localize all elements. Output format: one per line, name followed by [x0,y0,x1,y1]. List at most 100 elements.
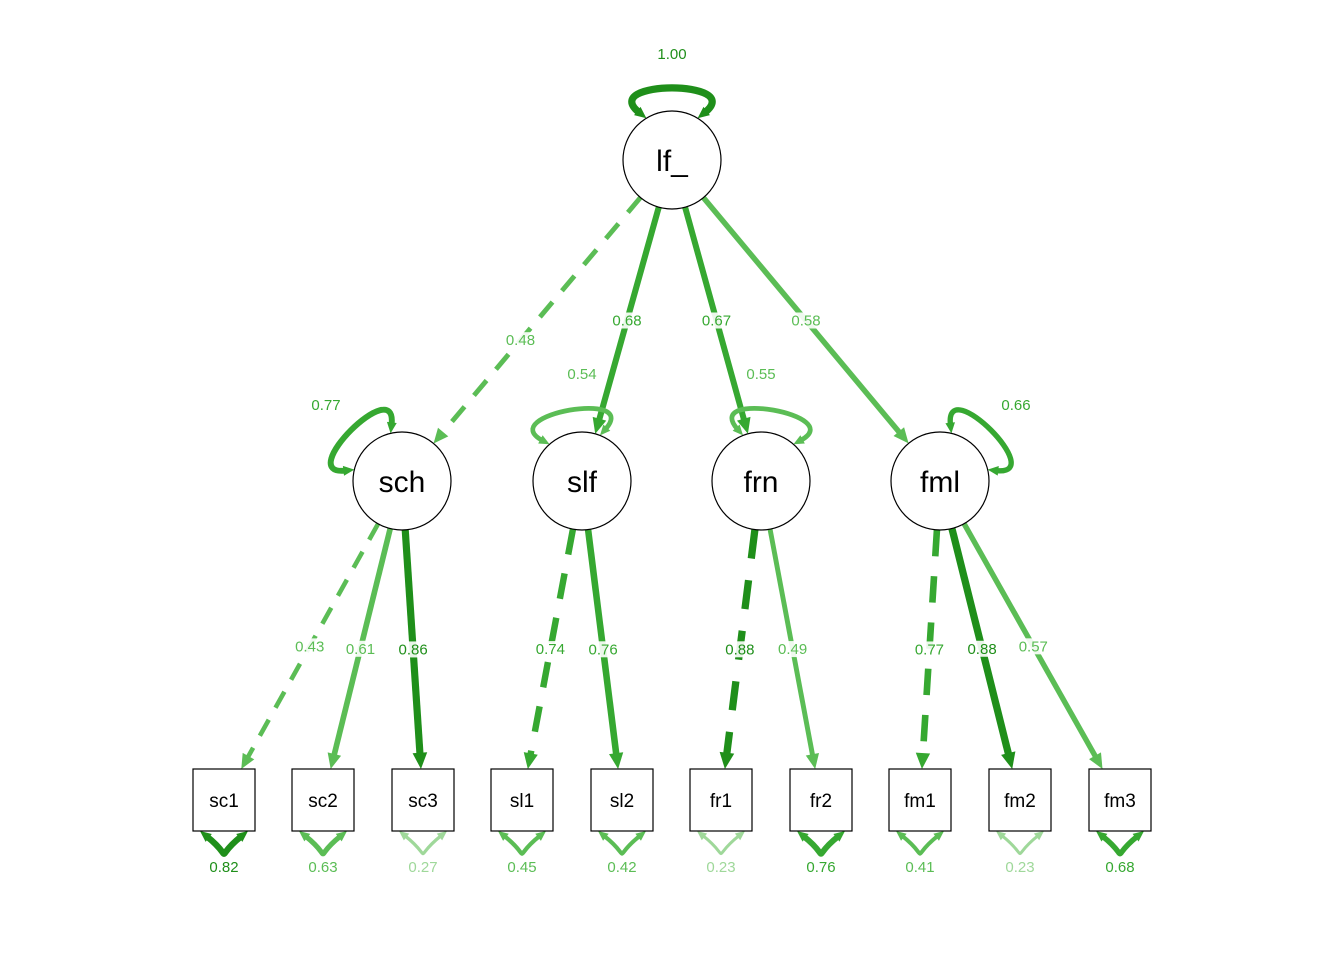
variance-value-label: 0.23 [706,859,735,876]
loading-value-label: 0.61 [346,641,375,658]
loading-arrowhead [433,427,449,444]
latent-circle [622,110,722,210]
variance-arrowhead [833,831,845,842]
loading-arrowhead [915,752,931,769]
variance-arrowhead [732,424,744,436]
loading-label-bg [964,640,1001,657]
variance-value-label: 0.76 [806,859,835,876]
loading-label-bg [291,638,328,655]
variance-value-label: 0.66 [1001,397,1030,414]
latent-node-frn: frn [711,431,811,531]
variance-label-bg [564,366,600,382]
loading-label-bg [395,641,432,658]
observed-label: sl1 [510,791,534,812]
variance-value-label: 0.42 [607,859,636,876]
observed-box [1088,768,1152,832]
latent-node-fml: fml [890,431,990,531]
observed-node-fm3: fm3 [1088,768,1152,832]
loading-value-label: 0.88 [967,641,996,658]
variance-value-label: 1.00 [657,46,686,63]
observed-label: sc2 [308,791,338,812]
variance-arrowhead [535,831,546,841]
variance-curve [1001,834,1039,856]
variance-arrowhead [896,831,907,841]
variance-arrowhead [598,831,609,841]
variance-arrowhead [945,422,955,434]
loading-value-label: 0.77 [915,641,944,658]
loading-arrowhead [719,751,735,769]
observed-node-sc2: sc2 [291,768,355,832]
variance-loop-fr1 [697,831,745,856]
loading-arrowhead [592,416,607,434]
variance-arrowhead [734,831,745,841]
variance-loop-fr2 [797,831,845,857]
variance-curve [530,405,614,443]
observed-node-fm2: fm2 [988,768,1052,832]
variance-label-bg [743,366,779,382]
variance-curve [304,834,342,857]
latent-circle [711,431,811,531]
variance-label-bg [504,859,540,875]
observed-box [888,768,952,832]
observed-label: sc1 [209,791,239,812]
variance-label-bg [998,397,1034,413]
loading-value-label: 0.57 [1019,638,1048,655]
variance-value-label: 0.23 [1005,859,1034,876]
variance-curve [802,834,840,857]
variance-curve [628,84,716,116]
loading-label-bg [698,312,735,329]
loading-arrowhead [1089,752,1103,769]
variance-label-bg [703,859,739,875]
variance-loop-lf [628,84,716,119]
variance-arrowhead [996,831,1007,841]
variance-value-label: 0.27 [408,859,437,876]
latent-label: slf [567,466,598,499]
loading-arrowhead [893,427,909,444]
variance-loop-sc3 [399,831,447,856]
loading-arrowhead [412,752,428,769]
variance-label-bg [405,859,441,875]
variance-label-bg [206,859,242,875]
variance-loop-fm1 [896,831,944,856]
variance-label-bg [308,397,344,413]
variance-value-label: 0.82 [209,859,238,876]
latent-circle [352,431,452,531]
latent-node-slf: slf [532,431,632,531]
loading-value-label: 0.74 [536,641,565,658]
observed-box [590,768,654,832]
observed-node-sl2: sl2 [590,768,654,832]
latent-circle [532,431,632,531]
variance-loop-sl2 [598,831,646,856]
loading-value-label: 0.86 [398,641,427,658]
loading-arrowhead [327,752,342,769]
observed-box [490,768,554,832]
latent-circle [890,431,990,531]
loading-value-label: 0.49 [778,641,807,658]
variance-label-bg [654,46,690,62]
observed-box [789,768,853,832]
loading-arrowhead [736,416,751,434]
variance-arrowhead [236,831,248,842]
variance-curve [404,834,442,856]
variance-value-label: 0.41 [905,859,934,876]
variance-arrowhead [399,831,410,841]
variance-loop-frn [729,405,813,445]
loading-value-label: 0.68 [612,313,641,330]
variance-curve [901,834,939,856]
loading-arrowhead [241,752,255,769]
loading-lf-sch [433,195,643,444]
observed-node-fm1: fm1 [888,768,952,832]
variance-loop-sch [327,406,397,476]
loading-label-bg [609,312,645,329]
observed-label: fr1 [710,791,732,812]
loading-value-label: 0.67 [702,313,731,330]
variance-arrowhead [1132,831,1144,842]
variance-arrowhead [335,831,347,842]
loading-line [439,195,643,436]
variance-label-bg [1002,859,1038,875]
variance-arrowhead [200,831,212,842]
observed-label: fm1 [904,791,936,812]
variance-arrowhead [933,831,944,841]
variance-value-label: 0.63 [308,859,337,876]
